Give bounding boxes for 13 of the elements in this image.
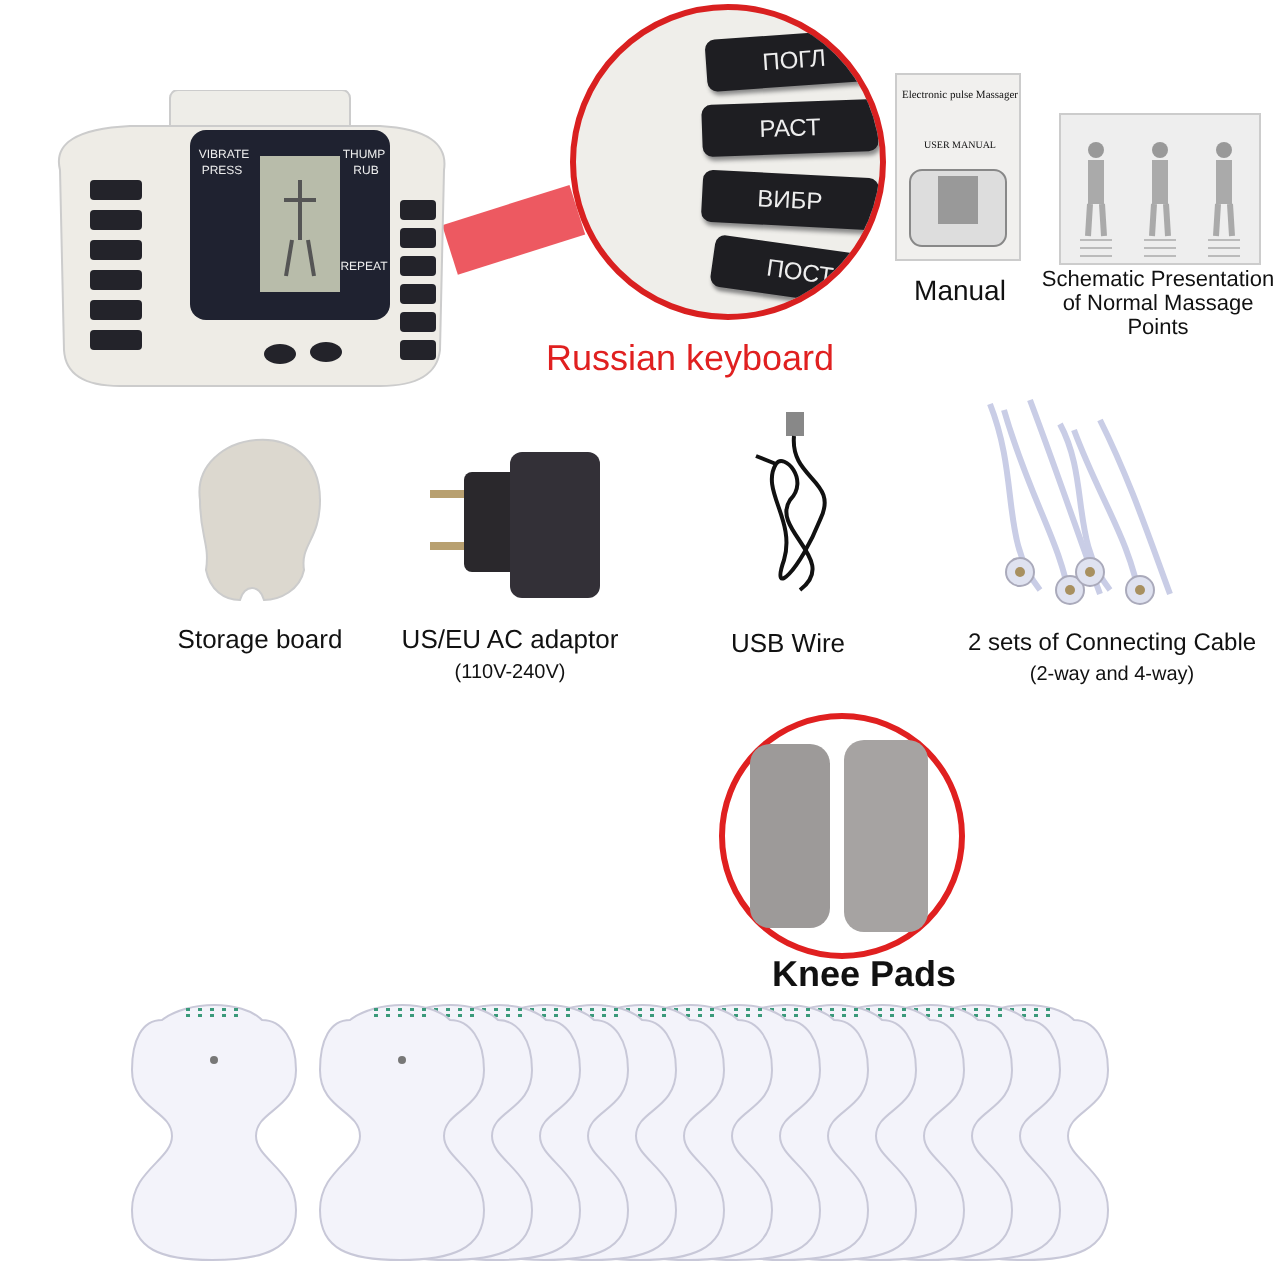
item-caption: (2-way and 4-way) xyxy=(1029,664,1195,686)
item-caption: Schematic Presentation of Normal Massage Points xyxy=(1039,268,1277,341)
item-caption: 2 sets of Connecting Cable xyxy=(967,630,1257,657)
callout-caption: Russian keyboard xyxy=(545,340,835,380)
item-caption: Manual xyxy=(914,276,1006,307)
item-caption: US/EU AC adaptor xyxy=(401,626,619,655)
item-caption: USB Wire xyxy=(730,630,846,659)
item-caption: Storage board xyxy=(177,626,343,655)
keyboard-key: ВИБР xyxy=(700,169,880,231)
item-caption: (110V-240V) xyxy=(454,662,566,684)
magnifier-connector xyxy=(442,184,586,275)
item-caption: Knee Pads xyxy=(771,956,957,996)
keyboard-key: РАСТ xyxy=(701,98,879,158)
